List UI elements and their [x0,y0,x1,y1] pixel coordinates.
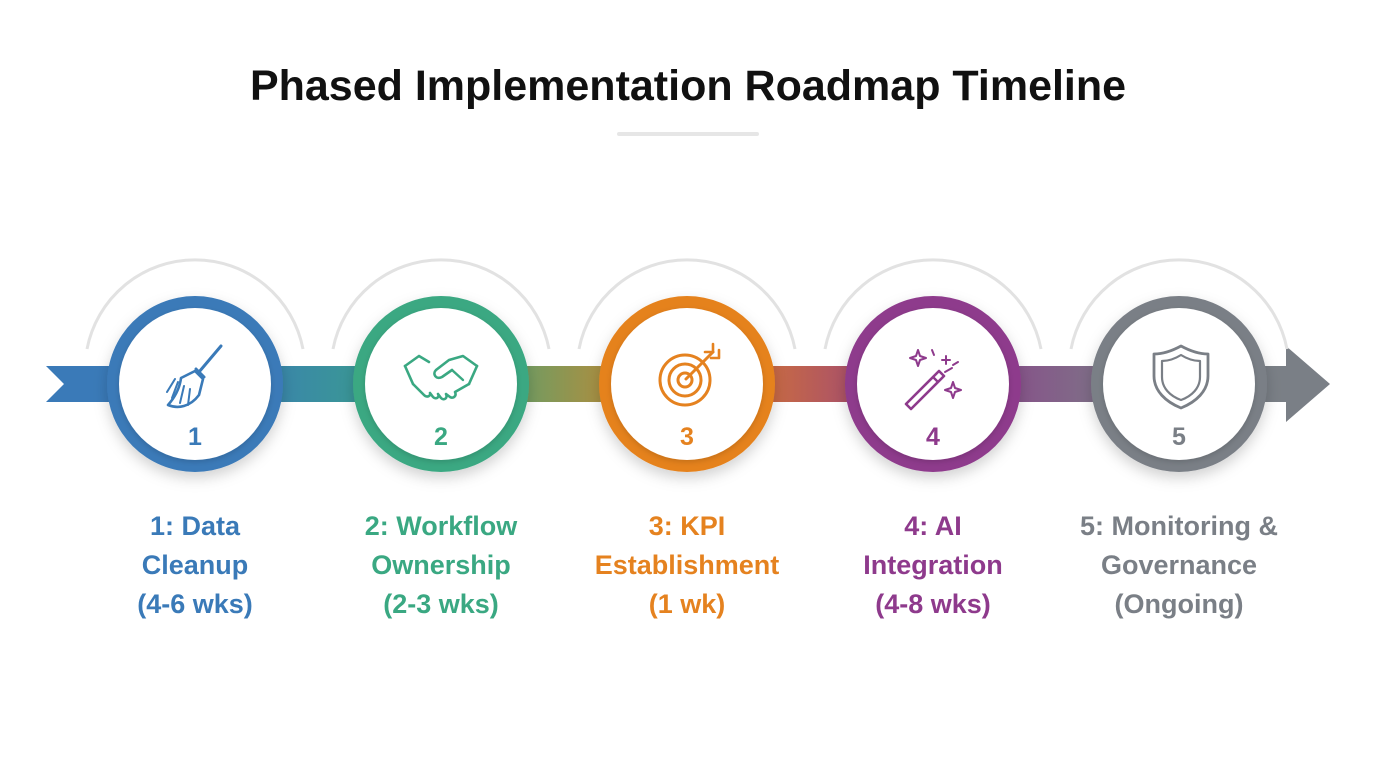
phase-number: 4 [926,423,940,451]
broom-icon [166,344,223,409]
phase-inner-disk [857,308,1009,460]
phase-node-5: 5 [1069,258,1289,472]
phase-label-line: Governance [1100,550,1258,580]
page-title: Phased Implementation Roadmap Timeline [249,62,1127,110]
phase-node-4: 4 [823,258,1043,472]
phase-label-line: Integration [863,550,1003,580]
phase-label-line: 3: KPI [648,511,726,541]
phase-label-line: Establishment [594,550,780,580]
phase-inner-disk [1103,308,1255,460]
phase-inner-disk [611,308,763,460]
phase-arc-decoration [577,258,797,350]
phase-label-3: 3: KPI Establishment (1 wk) [557,507,817,624]
phase-node-1: 1 [85,258,305,472]
phase-node-2: 2 [331,258,551,472]
phase-arc-decoration [1069,258,1289,350]
phase-label-line: (Ongoing) [1114,589,1244,619]
handshake-icon [403,354,479,401]
phase-number: 2 [434,423,448,451]
phase-label-line: Cleanup [141,550,249,580]
phase-arc-decoration [331,258,551,350]
phase-arc-decoration [823,258,1043,350]
phase-node-3: 3 [577,258,797,472]
phase-label-4: 4: AI Integration (4-8 wks) [803,507,1063,624]
phase-number: 5 [1172,423,1186,451]
phase-label-line: 5: Monitoring & [1080,511,1278,541]
phase-inner-disk [365,308,517,460]
magic-wand-icon [904,349,962,411]
phase-number: 3 [680,423,694,451]
phase-label-line: (4-6 wks) [137,589,253,619]
phase-label-5: 5: Monitoring & Governance (Ongoing) [1049,507,1309,624]
target-icon [658,342,721,407]
phase-label-line: (2-3 wks) [383,589,499,619]
phase-arc-decoration [85,258,305,350]
phase-label-line: (1 wk) [648,589,726,619]
phase-label-line: Ownership [371,550,511,580]
shield-icon [1152,344,1210,410]
phase-label-line: 4: AI [904,511,962,541]
phase-label-line: 1: Data [149,511,241,541]
phase-label-line: 2: Workflow [364,511,518,541]
phase-label-line: (4-8 wks) [875,589,991,619]
phase-number: 1 [188,423,202,451]
phase-inner-disk [119,308,271,460]
title-divider [617,132,759,136]
